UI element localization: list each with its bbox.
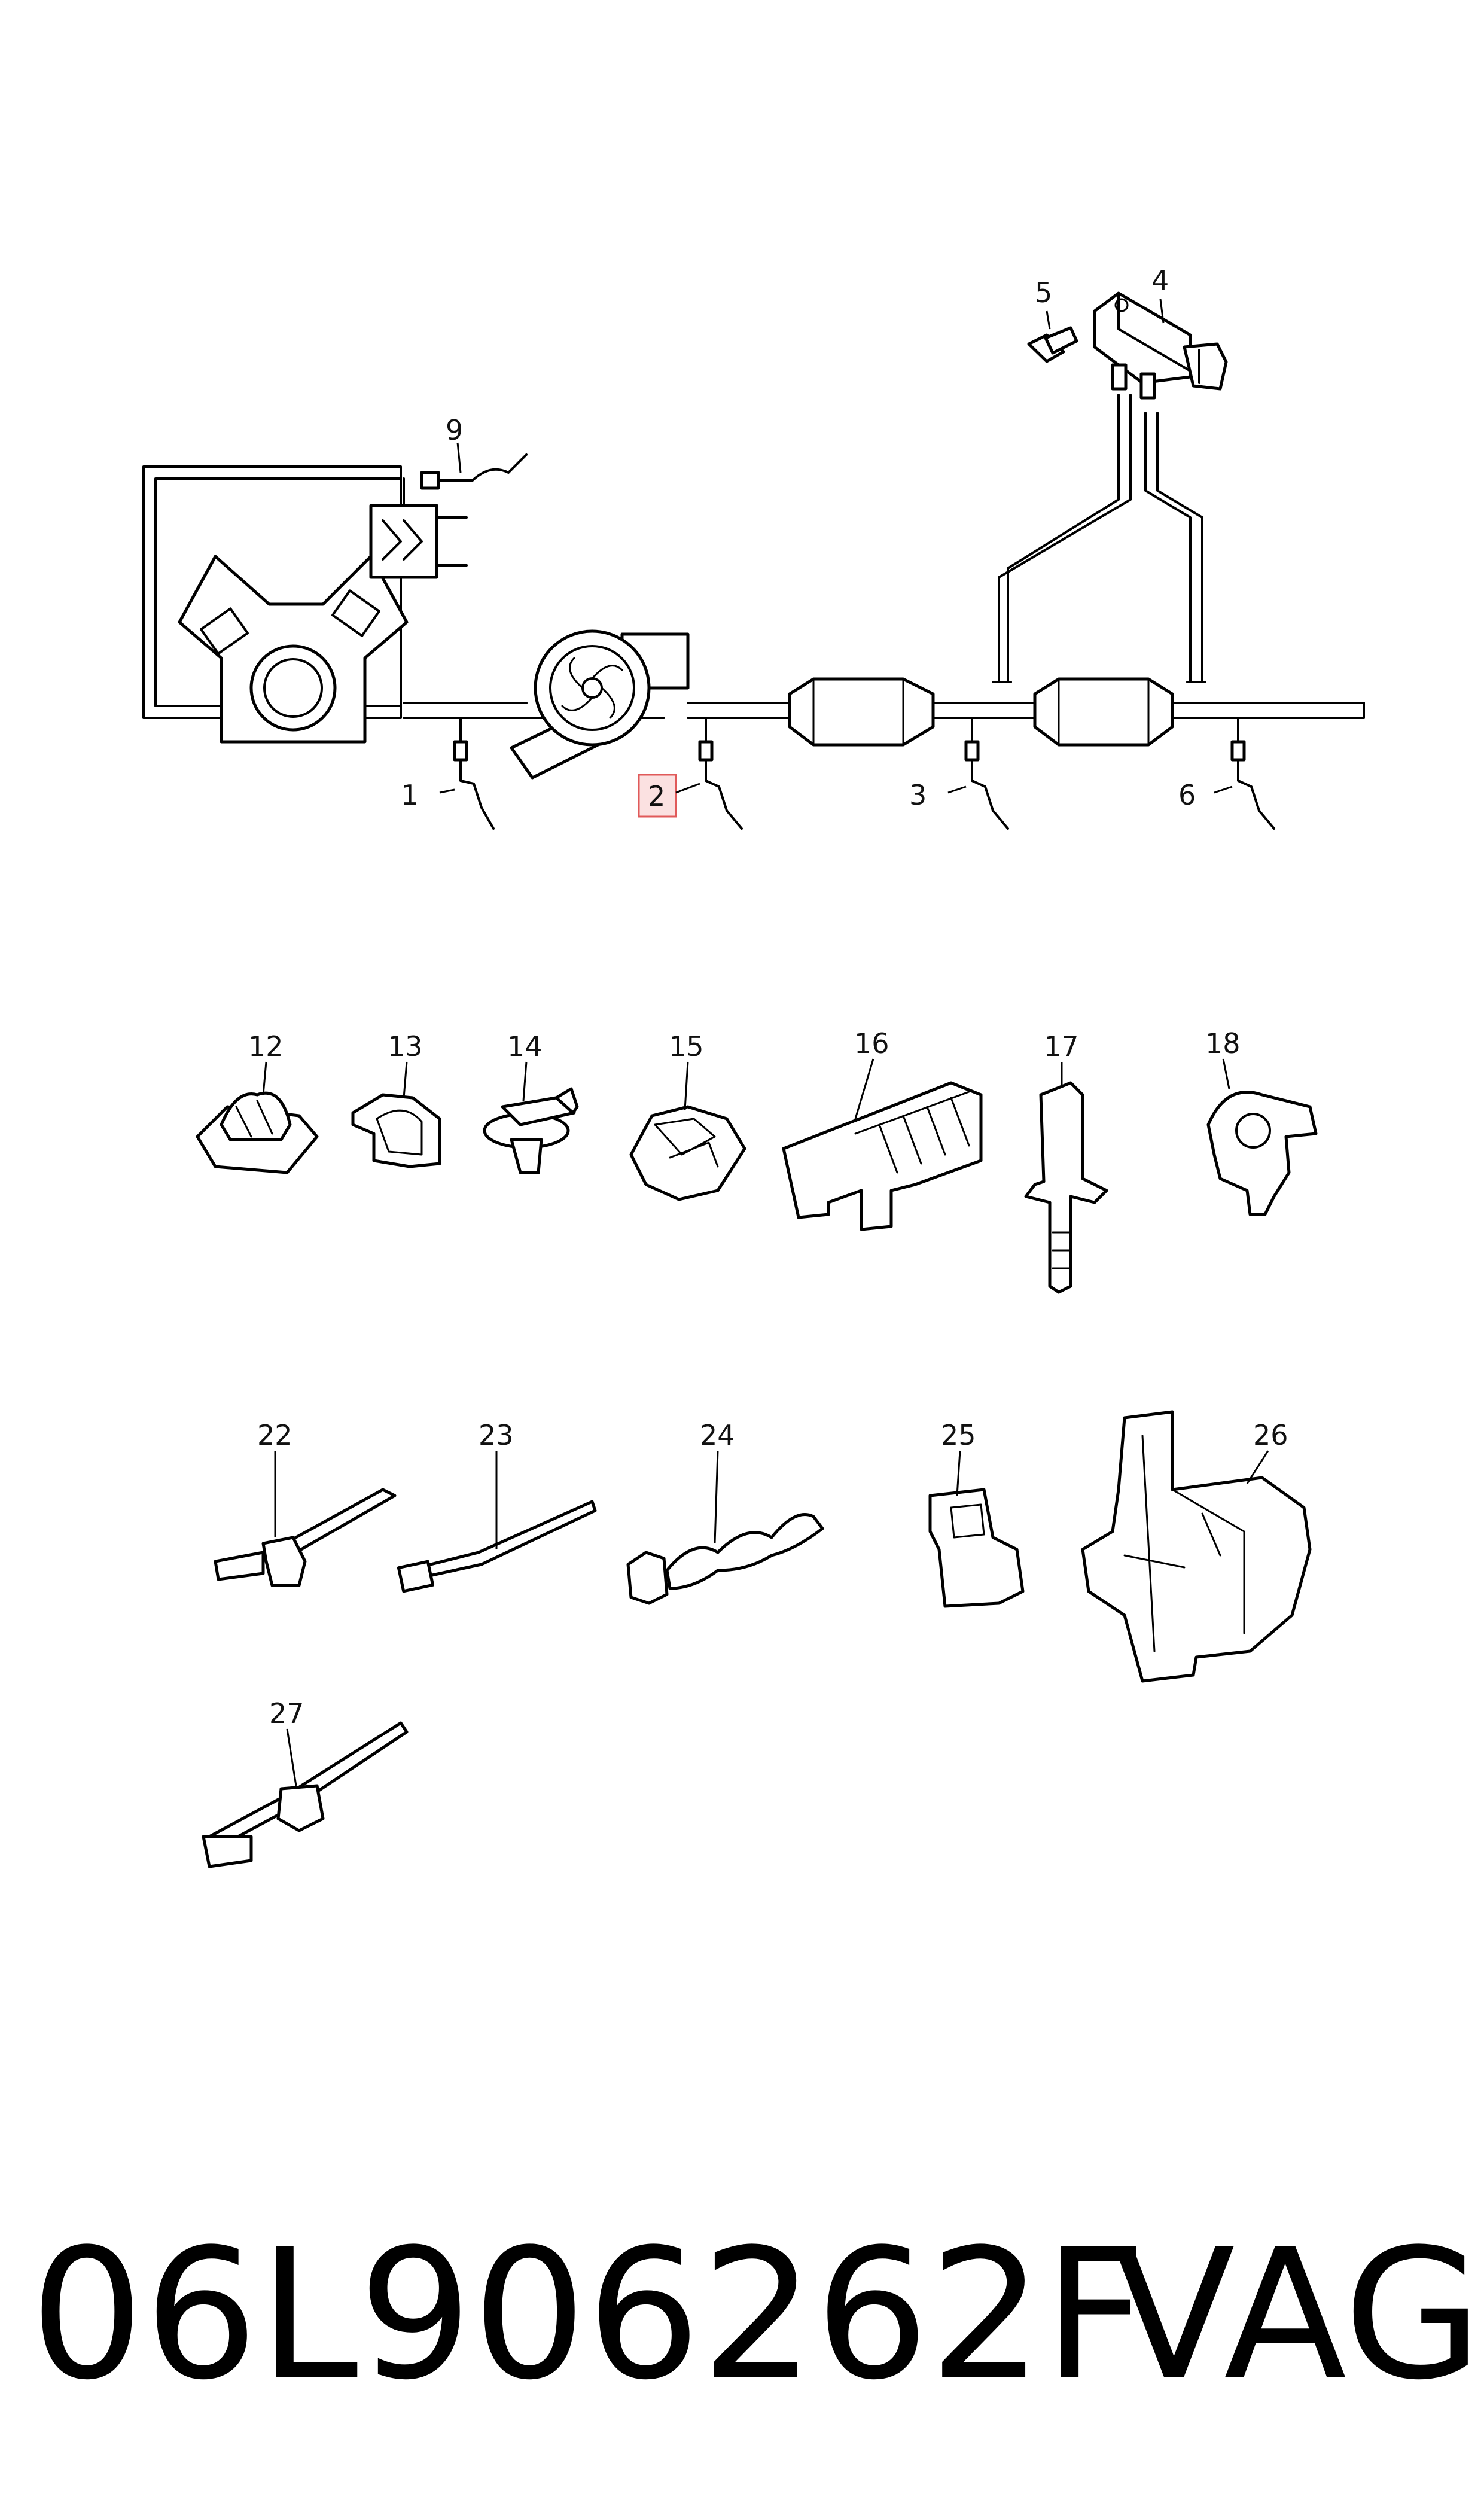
temperature-sensor-1 (453, 717, 495, 830)
part-number: 06L906262F (30, 2211, 1147, 2419)
callout-27[interactable]: 27 (269, 1697, 304, 1730)
callout-16[interactable]: 16 (854, 1027, 889, 1059)
bracket-26 (1081, 1410, 1312, 1683)
clip-15 (629, 1105, 746, 1201)
cable-tie-27 (202, 1721, 409, 1868)
temperature-sensor-2 (698, 717, 743, 830)
engine-block (142, 465, 409, 744)
cable-tie-22 (214, 1488, 397, 1587)
bolt (1027, 326, 1078, 363)
callout-23[interactable]: 23 (479, 1419, 514, 1451)
catalytic-converter (788, 677, 935, 747)
callout-1[interactable]: 1 (401, 779, 418, 811)
brand-name: VAG (1113, 2211, 1483, 2419)
particulate-filter (1033, 677, 1174, 747)
callout-9[interactable]: 9 (446, 414, 463, 446)
callout-24[interactable]: 24 (700, 1419, 735, 1451)
clip-16 (782, 1081, 983, 1231)
callout-14[interactable]: 14 (507, 1030, 543, 1062)
callout-25[interactable]: 25 (941, 1419, 976, 1451)
callout-4[interactable]: 4 (1151, 264, 1169, 297)
callout-17[interactable]: 17 (1044, 1030, 1079, 1062)
turbocharger (510, 629, 690, 780)
callout-22[interactable]: 22 (257, 1419, 292, 1451)
callout-15[interactable]: 15 (669, 1030, 704, 1062)
clip-25 (928, 1488, 1025, 1608)
callout-6[interactable]: 6 (1178, 779, 1196, 811)
clip-14 (483, 1087, 579, 1174)
callout-5[interactable]: 5 (1035, 276, 1052, 309)
clip-17 (1024, 1081, 1108, 1294)
temperature-sensor-3 (964, 717, 1009, 830)
clip-13 (351, 1093, 441, 1168)
pressure-lines (992, 394, 1206, 683)
pressure-sensor (1093, 291, 1228, 400)
callout-12[interactable]: 12 (248, 1030, 284, 1062)
cable-tie-23 (397, 1500, 597, 1593)
callout-26[interactable]: 26 (1253, 1419, 1288, 1451)
callout-18[interactable]: 18 (1205, 1027, 1241, 1059)
exhaust-pipe (403, 702, 1365, 719)
cable-tie-24 (626, 1513, 824, 1605)
clip-12 (196, 1091, 319, 1174)
callout-13[interactable]: 13 (388, 1030, 423, 1062)
callout-2[interactable]: 2 (648, 780, 665, 812)
clip-18 (1206, 1091, 1318, 1216)
intake-manifold (369, 477, 468, 579)
callout-2-highlight (638, 774, 677, 818)
callouts: 1 2 3 4 5 6 9 12 13 14 15 16 17 18 22 23 (248, 264, 1288, 1786)
temperature-sensor-6 (1230, 717, 1275, 830)
temperature-sensor-9 (420, 453, 528, 490)
callout-3[interactable]: 3 (909, 779, 927, 811)
